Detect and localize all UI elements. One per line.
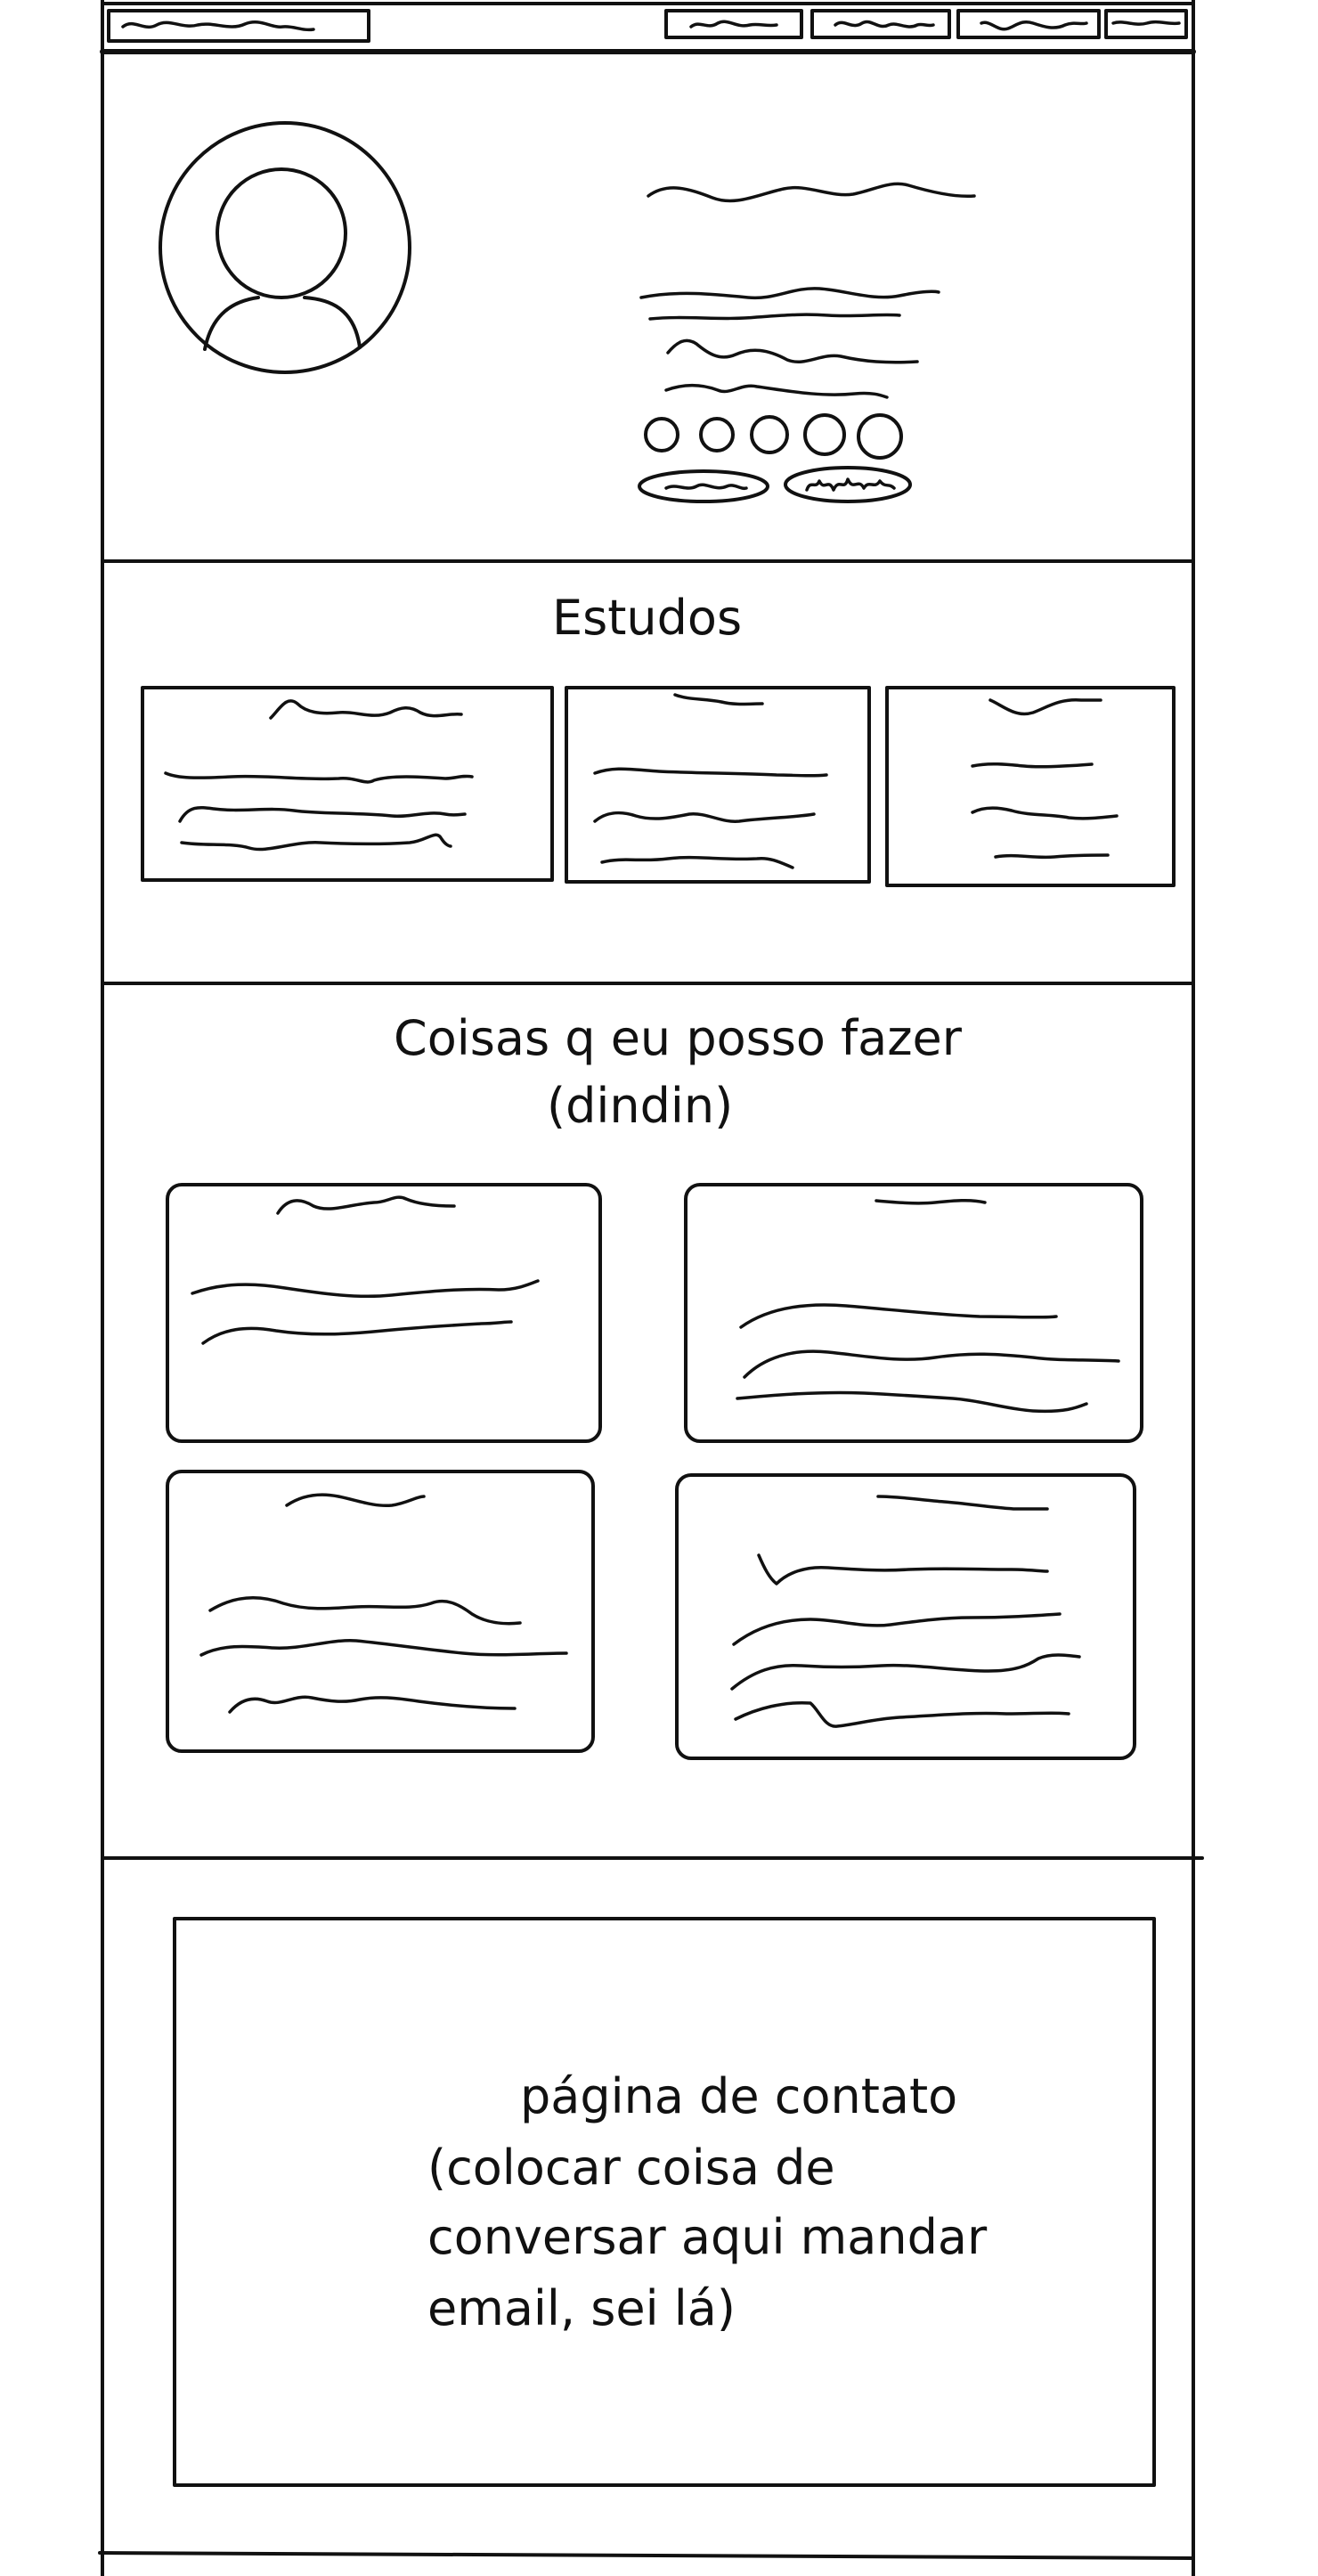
nav-item-3[interactable] (956, 9, 1101, 39)
hero-button-2-scribble (805, 477, 896, 492)
studies-section: Estudos (101, 590, 1195, 985)
nav-item-2[interactable] (810, 9, 951, 39)
study-card-text-scribble (164, 771, 474, 784)
hero-section (101, 121, 1195, 563)
navbar (100, 2, 1196, 54)
contact-text-line-3: conversar aqui mandar (427, 2209, 988, 2265)
service-card-title-scribble (276, 1195, 456, 1215)
services-title: Coisas q eu posso fazer (394, 1010, 963, 1066)
nav-item-4-scribble (1111, 20, 1181, 26)
nav-item-3-scribble (980, 20, 1088, 31)
service-card-title-scribble (875, 1198, 987, 1205)
service-card[interactable] (166, 1183, 602, 1443)
circle-icon[interactable] (644, 417, 679, 452)
hero-button-2[interactable] (784, 466, 912, 503)
service-card-text-scribble (208, 1596, 522, 1626)
contact-text-line-4: email, sei lá) (427, 2280, 736, 2336)
service-card[interactable] (166, 1470, 595, 1753)
service-card[interactable] (675, 1473, 1136, 1760)
social-icons (644, 413, 903, 460)
nav-item-1[interactable] (664, 9, 803, 39)
page-frame (98, 0, 1195, 2576)
study-card-title-scribble (673, 693, 764, 706)
circle-icon[interactable] (803, 413, 846, 456)
profile-name-scribble (647, 182, 976, 203)
service-card-text-scribble (757, 1553, 1049, 1586)
services-subtitle: (dindin) (547, 1078, 733, 1134)
study-card-text-scribble (593, 767, 828, 778)
contact-text-line-1: página de contato (520, 2068, 957, 2124)
service-card[interactable] (684, 1183, 1143, 1443)
study-card-title-scribble (988, 698, 1102, 716)
circle-icon[interactable] (699, 417, 735, 452)
study-card[interactable] (565, 686, 871, 884)
nav-item-1-scribble (689, 20, 778, 29)
service-card-title-scribble (285, 1493, 426, 1508)
avatar-icon (159, 121, 411, 374)
nav-item-2-scribble (834, 20, 935, 29)
logo-scribble (121, 20, 315, 32)
service-card-title-scribble (876, 1495, 1049, 1511)
hero-button-1[interactable] (638, 469, 769, 503)
studies-title: Estudos (552, 590, 742, 646)
hero-button-1-scribble (664, 483, 748, 491)
study-card[interactable] (141, 686, 554, 882)
nav-item-4[interactable] (1104, 9, 1188, 39)
site-logo[interactable] (107, 9, 370, 43)
study-card-text-scribble (971, 762, 1094, 769)
service-card-text-scribble (191, 1279, 540, 1299)
circle-icon[interactable] (857, 413, 903, 460)
contact-text-line-2: (colocar coisa de (427, 2140, 835, 2196)
contact-section: página de contato (colocar coisa de conv… (173, 1917, 1156, 2487)
contact-box (173, 1917, 1156, 2487)
study-card[interactable] (885, 686, 1176, 887)
study-card-title-scribble (269, 699, 463, 720)
profile-bio-scribble (639, 287, 940, 399)
services-section: Coisas q eu posso fazer (dindin) (101, 1010, 1204, 1860)
service-card-text-scribble (739, 1303, 1058, 1329)
circle-icon[interactable] (750, 415, 789, 454)
